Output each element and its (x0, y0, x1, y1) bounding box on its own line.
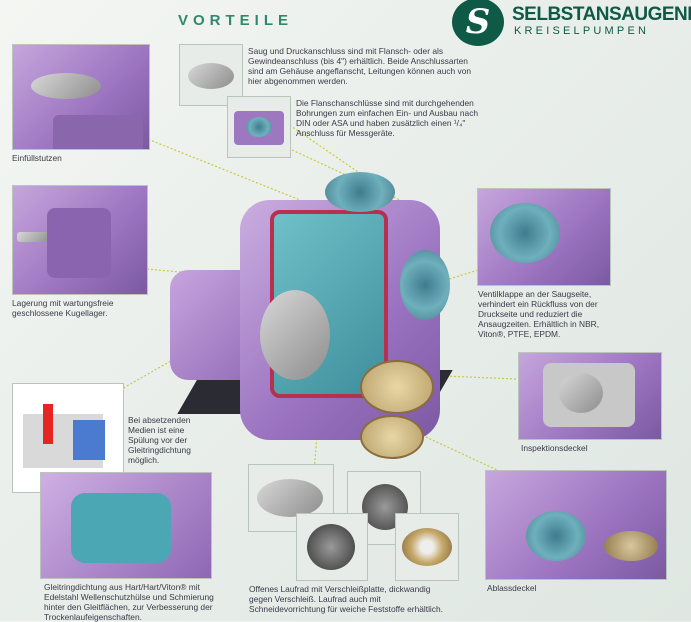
caption-inspection: Inspektionsdeckel (521, 443, 588, 453)
drain-lid (604, 531, 658, 561)
discharge-port (325, 172, 395, 212)
wear-plate (257, 479, 323, 517)
shaft (17, 232, 51, 242)
inspection-cover (360, 360, 434, 414)
suction-port (400, 250, 450, 320)
fill-neck-photo (12, 44, 150, 150)
fill-cap (31, 73, 101, 99)
drilled-flange-photo (227, 96, 291, 158)
wear-plate-brass-photo (395, 513, 459, 581)
inspection-photo (518, 352, 662, 440)
impeller (260, 290, 330, 380)
page-title: VORTEILE (178, 12, 294, 29)
drain-cover (360, 415, 424, 459)
caption-fill-neck: Einfüllstutzen (12, 153, 62, 163)
housing-detail (53, 115, 143, 149)
caption-mechanical-seal: Gleitringdichtung aus Hart/Hart/Viton® m… (44, 582, 214, 622)
check-valve-photo (477, 188, 611, 286)
open-impeller (307, 524, 355, 570)
caption-drain-cover: Ablassdeckel (487, 583, 537, 593)
bearing-photo (12, 185, 148, 295)
seal-assembly (71, 493, 171, 563)
pump-cutaway-illustration (160, 160, 470, 460)
thread-flange-photo (179, 44, 243, 106)
brand-logo: S (452, 0, 504, 46)
seal-face (73, 420, 105, 460)
caption-check-valve: Ventilklappe an der Saugseite, verhinder… (478, 289, 600, 339)
caption-flange: Saug und Druckanschluss sind mit Flansch… (248, 46, 472, 86)
drain-cover-photo (485, 470, 667, 580)
caption-bearing: Lagerung mit wartungsfreie geschlossene … (12, 298, 114, 318)
wear-plate-brass (402, 528, 452, 566)
header: VORTEILE S SELBSTANSAUGENDE KREISELPUMPE… (0, 0, 691, 46)
caption-drilled-flange: Die Flanschanschlüsse sind mit durchgehe… (296, 98, 479, 138)
drain-opening (526, 511, 586, 561)
mechanical-seal-photo (40, 472, 212, 579)
bearing-housing (47, 208, 111, 278)
valve-seat (490, 203, 560, 263)
open-impeller-photo (296, 513, 368, 581)
caption-impeller: Offenes Laufrad mit Verschleißplatte, di… (249, 584, 443, 614)
thread-flange (188, 63, 234, 89)
flush-channel (43, 404, 53, 444)
brand-subtitle: KREISELPUMPEN (514, 25, 650, 37)
flange-bore (246, 117, 272, 137)
caption-flush: Bei absetzenden Medien ist eine Spülung … (128, 415, 191, 465)
brand-name: SELBSTANSAUGENDE (512, 4, 691, 25)
inner-impeller (559, 373, 603, 413)
